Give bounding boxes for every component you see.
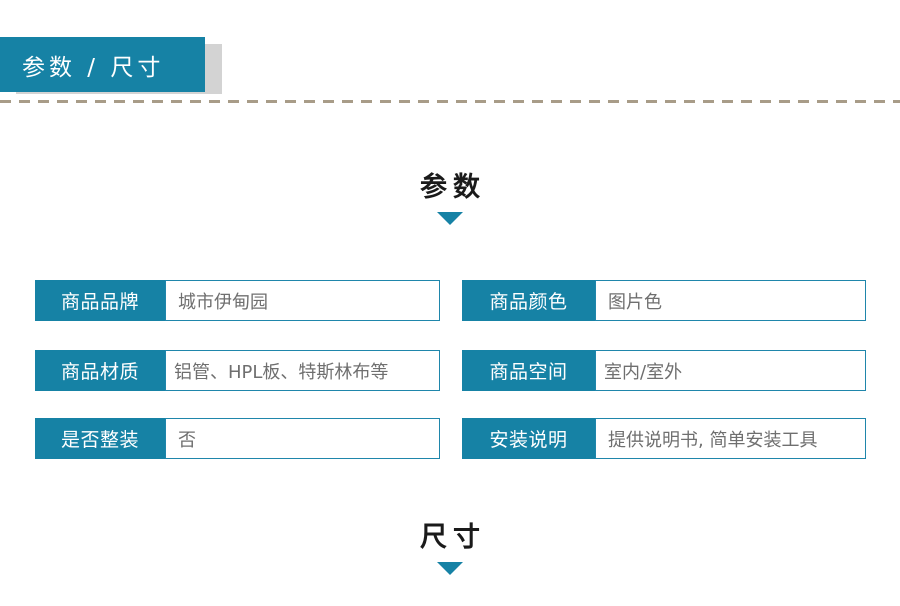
header-tab[interactable]: 参数 / 尺寸 xyxy=(0,37,205,92)
spec-label: 商品材质 xyxy=(35,350,165,391)
spec-label: 商品品牌 xyxy=(35,280,165,321)
spec-value: 室内/室外 xyxy=(595,350,866,391)
dashed-divider xyxy=(0,100,900,103)
table-row: 商品颜色 图片色 xyxy=(462,280,866,321)
spec-label: 商品颜色 xyxy=(462,280,595,321)
table-row: 安装说明 提供说明书, 简单安装工具 xyxy=(462,418,866,459)
spec-label: 是否整装 xyxy=(35,418,165,459)
section-title-params: 参数 xyxy=(420,172,486,203)
section-title-size: 尺寸 xyxy=(420,522,486,553)
spec-value: 否 xyxy=(165,418,440,459)
table-row: 商品品牌 城市伊甸园 xyxy=(35,280,440,321)
header-tab-label: 参数 / 尺寸 xyxy=(22,54,165,81)
spec-label: 商品空间 xyxy=(462,350,595,391)
table-row: 商品材质 铝管、HPL板、特斯林布等 xyxy=(35,350,440,391)
spec-value: 图片色 xyxy=(595,280,866,321)
page-header: 参数 / 尺寸 xyxy=(0,0,900,108)
table-row: 商品空间 室内/室外 xyxy=(462,350,866,391)
spec-value: 提供说明书, 简单安装工具 xyxy=(595,418,866,459)
spec-value: 铝管、HPL板、特斯林布等 xyxy=(165,350,440,391)
caret-down-icon-params xyxy=(437,212,463,225)
spec-value: 城市伊甸园 xyxy=(165,280,440,321)
table-row: 是否整装 否 xyxy=(35,418,440,459)
spec-label: 安装说明 xyxy=(462,418,595,459)
caret-down-icon-size xyxy=(437,562,463,575)
